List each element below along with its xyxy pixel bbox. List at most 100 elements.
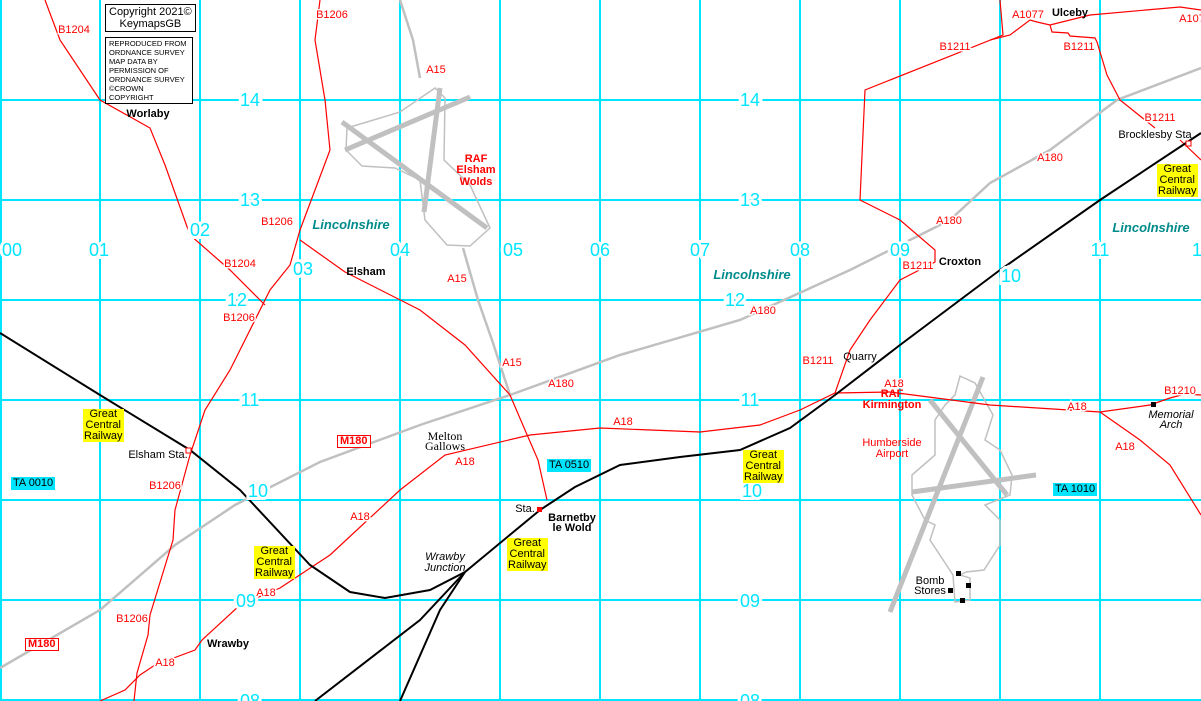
map-label: 12: [725, 290, 745, 310]
map-label: A18: [1115, 441, 1135, 453]
map-label: 12: [227, 290, 247, 310]
map-label: 08: [740, 691, 760, 701]
map-label: B1210: [1164, 385, 1196, 397]
map-label: B1204: [58, 24, 90, 36]
map-label: Worlaby: [126, 108, 170, 120]
roads: [44, 0, 1201, 701]
map-label: Croxton: [939, 256, 981, 268]
notice-line: ORDNANCE SURVEY: [109, 48, 185, 57]
map-label: A18: [1067, 401, 1087, 413]
map-label: B1206: [149, 480, 181, 492]
motorway-shield: M180: [337, 435, 371, 448]
grid-ref-ta0010: TA 0010: [11, 477, 56, 490]
map-label: Gallows: [425, 439, 465, 453]
copyright-box: Copyright 2021© KeymapsGB: [105, 4, 196, 32]
map-label: B1206: [116, 613, 148, 625]
map-label: A180: [1037, 152, 1063, 164]
road-labels: B1204 B1206 A15 B1206 B1204 A15 B1206 A1…: [57, 8, 1201, 671]
map-label: A18: [350, 511, 370, 523]
grid-ref-ta1010: TA 1010: [1053, 483, 1098, 496]
map-label: A180: [750, 305, 776, 317]
map-label: 02: [190, 220, 210, 240]
reproduction-notice: REPRODUCED FROM ORDNANCE SURVEY MAP DATA…: [105, 37, 193, 104]
map-label: Junction: [424, 562, 466, 574]
grid-ref-ta0510: TA 0510: [547, 459, 592, 472]
map-label: 11: [741, 390, 760, 410]
map-label: Arch: [1159, 419, 1183, 431]
map-label: 13: [240, 190, 260, 210]
map-label: A18: [613, 416, 633, 428]
map-label: B1211: [903, 260, 934, 272]
copyright-line: KeymapsGB: [119, 18, 182, 30]
road-a15-north: [398, 0, 422, 79]
map-label: B1211: [803, 355, 834, 367]
notice-line: ©CROWN COPYRIGHT: [109, 84, 154, 102]
map-label: 03: [293, 259, 313, 279]
map-label: 1: [1192, 240, 1201, 260]
map-label: 11: [1091, 240, 1110, 260]
grid-numbers: 00 01 02 03 04 05 06 07 08 09 10 11 1 14…: [0, 87, 1201, 701]
map-label: Elsham: [456, 164, 495, 176]
map-label: A15: [502, 357, 522, 369]
map-label: Bomb: [916, 575, 945, 587]
map-label: Airport: [876, 448, 908, 460]
map-label: B1206: [316, 9, 348, 21]
notice-line: ORDNANCE SURVEY: [109, 75, 185, 84]
place-labels: Worlaby Elsham Ulceby Croxton Wrawby Bar…: [126, 7, 1194, 650]
map-label: 07: [690, 240, 710, 260]
map-label: B1211: [940, 41, 971, 53]
map-label: B1211: [1064, 41, 1095, 53]
road-m180-a180: [0, 66, 1201, 670]
map-label: Elsham Sta.: [128, 449, 187, 461]
map-label: 14: [240, 90, 260, 110]
map-label: RAF: [465, 153, 488, 165]
map-label: Memorial: [1148, 409, 1194, 421]
map-label: 04: [390, 240, 410, 260]
map-label: 09: [890, 240, 910, 260]
copyright-line: Copyright 2021©: [109, 6, 192, 18]
map-label: A18: [455, 456, 475, 468]
map-label: A15: [447, 273, 467, 285]
map-label: Stores: [914, 585, 946, 597]
map-label: 10: [1001, 266, 1021, 286]
map-label: 10: [248, 481, 268, 501]
map-label: Lincolnshire: [1112, 220, 1189, 235]
map-label: 05: [503, 240, 523, 260]
map-label: Quarry: [843, 351, 877, 363]
map-label: Ulceby: [1052, 7, 1089, 19]
map-label: A18: [884, 378, 904, 390]
airfield-elsham-wolds: [340, 87, 491, 247]
map-label: Kirmington: [863, 399, 922, 411]
map-label: B1206: [261, 216, 293, 228]
map-label: 00: [2, 240, 22, 260]
map-label: Brocklesby Sta: [1118, 129, 1192, 141]
map-label: B1204: [224, 258, 256, 270]
map-label: A18: [155, 657, 175, 669]
map-label: A180: [548, 378, 574, 390]
map-label: 10: [742, 481, 762, 501]
map-label: Humberside: [862, 437, 921, 449]
map-label: A15: [426, 64, 446, 76]
map-label: 08: [240, 691, 260, 701]
airfield-kirmington: [887, 374, 1037, 613]
notice-line: REPRODUCED FROM: [109, 39, 187, 48]
map-label: Melton: [428, 429, 463, 443]
road-a15: [461, 247, 512, 396]
map-label: Elsham: [346, 266, 385, 278]
map-label: A180: [936, 215, 962, 227]
map-label: A18: [256, 587, 276, 599]
motorway-shield: M180: [25, 638, 59, 651]
map-label: Wolds: [460, 176, 493, 188]
map-label: Wrawby: [425, 551, 466, 563]
map-label: Barnetby: [548, 512, 597, 524]
notice-line: PERMISSION OF: [109, 66, 169, 75]
map-label: 14: [740, 90, 760, 110]
map-label: Sta.: [515, 503, 535, 515]
map-label: B1206: [223, 312, 255, 324]
map-label: Lincolnshire: [312, 217, 389, 232]
